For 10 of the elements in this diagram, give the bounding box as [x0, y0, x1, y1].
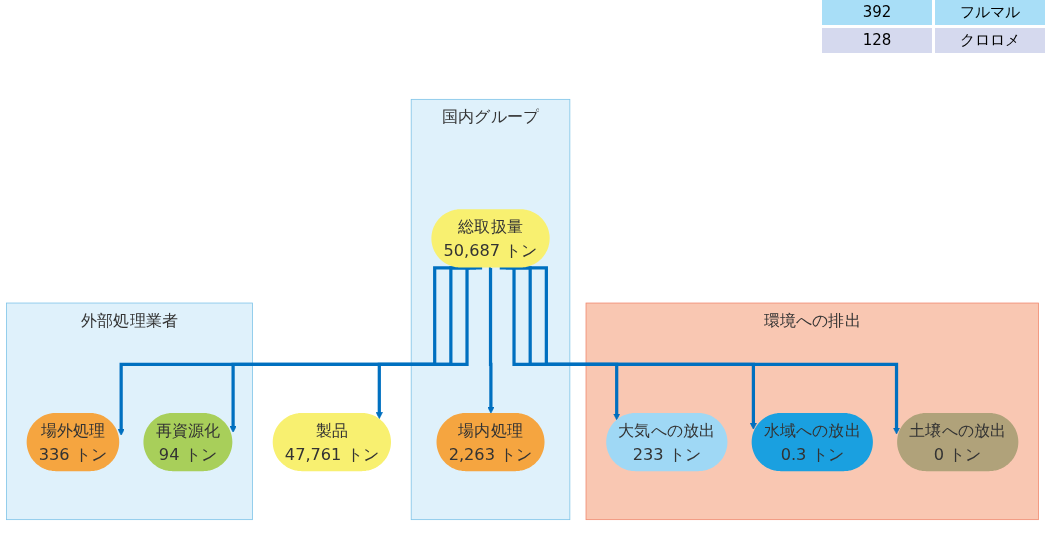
- arrow: [505, 266, 757, 430]
- arrow: [511, 266, 901, 435]
- table-cell: クロロメ: [935, 28, 1045, 53]
- table-cell: フルマル: [935, 0, 1045, 25]
- arrow: [375, 266, 483, 419]
- arrow: [487, 266, 495, 414]
- table-cell: 128: [822, 28, 932, 53]
- arrow: [499, 266, 621, 421]
- table-cell: 392: [822, 0, 932, 25]
- arrow: [229, 266, 477, 433]
